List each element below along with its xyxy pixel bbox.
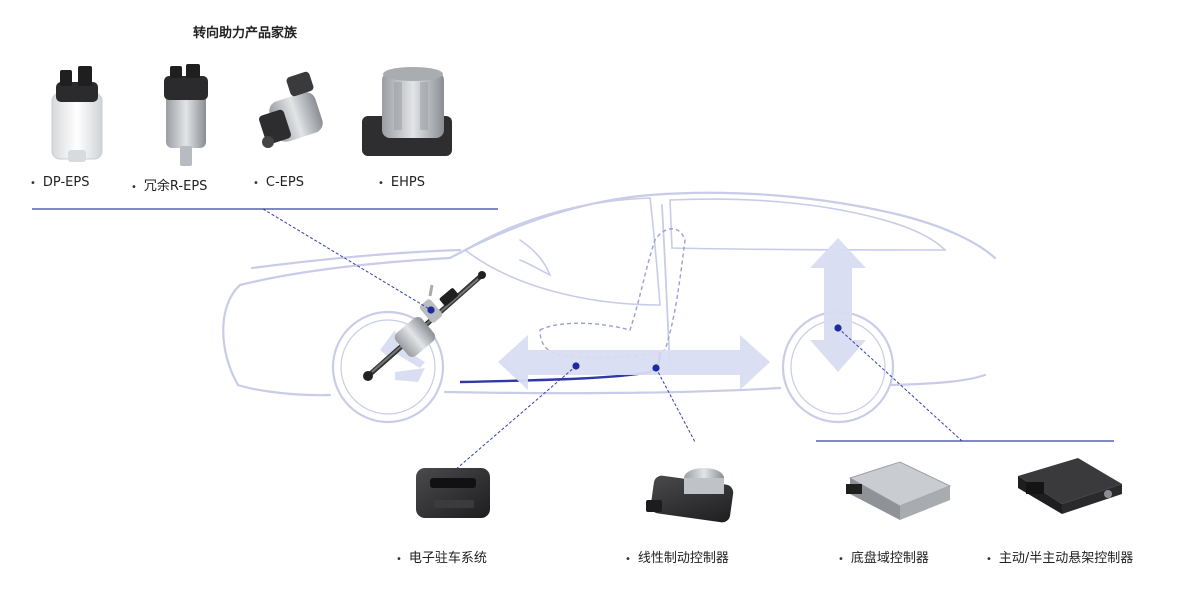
product-name: 冗余R-EPS [143,179,208,194]
product-image-dp-eps [51,66,103,162]
bullet: • [378,178,384,189]
anchor-dots [427,306,842,372]
product-label-chassis-controller: • 底盘域控制器 [838,547,929,566]
anchor-dot-suspension [834,324,842,332]
bullet: • [625,554,631,565]
product-label-r-eps: • 冗余R-EPS [131,175,207,194]
connector-lines [32,208,1114,471]
bullet: • [838,554,844,565]
product-image-chassis-controller [846,461,952,520]
product-image-suspension-controller [1018,458,1122,514]
product-label-dp-eps: • DP-EPS [30,175,89,190]
bullet: • [30,178,36,189]
movement-arrows [380,238,866,390]
product-label-c-eps: • C-EPS [253,175,304,190]
product-label-epb: • 电子驻车系统 [396,547,487,566]
product-image-r-eps [164,64,208,166]
product-label-brake-controller: • 线性制动控制器 [625,547,729,566]
product-name: EHPS [390,175,425,190]
anchor-dot-brake [652,364,660,372]
product-name: 底盘域控制器 [850,551,929,566]
product-name: 主动/半主动悬架控制器 [998,551,1134,566]
product-name: 线性制动控制器 [637,551,729,566]
product-image-c-eps [259,71,323,148]
anchor-dot-steering [427,306,435,314]
bullet: • [986,554,992,565]
product-label-suspension-controller: • 主动/半主动悬架控制器 [986,547,1133,566]
bullet: • [396,554,402,565]
product-label-ehps: • EHPS [378,175,425,190]
product-image-brake-controller [646,468,734,523]
product-name: 电子驻车系统 [408,551,487,566]
bullet: • [253,178,259,189]
car-silhouette [222,191,997,424]
product-name: C-EPS [265,175,304,190]
product-name: DP-EPS [42,175,90,190]
product-image-epb [416,468,490,518]
bullet: • [131,182,137,193]
section-title: 转向助力产品家族 [192,26,297,41]
anchor-dot-parking [572,362,580,370]
product-image-ehps [362,67,452,156]
steering-rack-image [363,271,486,381]
